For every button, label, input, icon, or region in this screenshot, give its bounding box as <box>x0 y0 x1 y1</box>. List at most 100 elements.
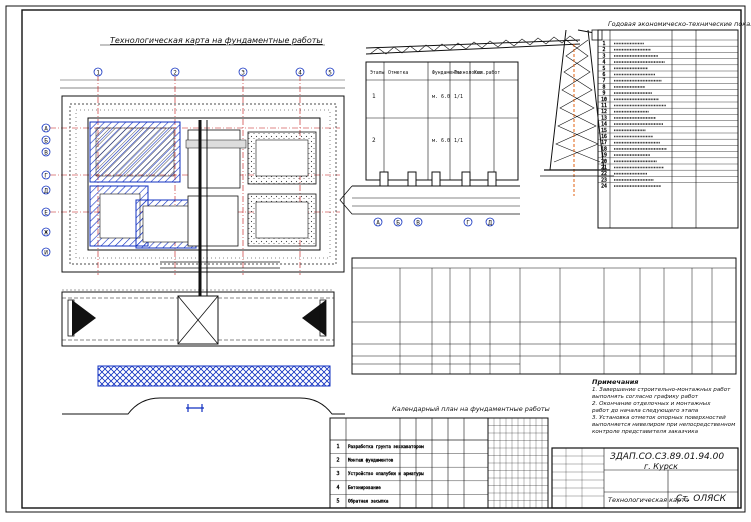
section-header-cell: Отметка <box>388 70 408 76</box>
road-profile <box>62 397 345 415</box>
svg-text:И: И <box>44 250 48 257</box>
schedule-row-number: 4 <box>336 485 339 491</box>
outer-frame <box>5 5 746 513</box>
plan-title: Технологическая карта на фундаментные ра… <box>110 36 323 45</box>
notes-list: 1. Завершение строительно-монтажных рабо… <box>592 387 738 436</box>
schedule-row-name: Обратная засыпка <box>348 498 389 503</box>
axis-marker-section: Г <box>463 217 473 227</box>
svg-text:Е: Е <box>44 210 48 217</box>
section-header-cell: Кол. <box>474 70 486 76</box>
economic-row-number: 6 <box>603 72 606 78</box>
note-line: работ до начала следующего этапа <box>592 408 699 414</box>
economic-row-number: 8 <box>603 84 606 90</box>
schedule-row-number: 3 <box>336 471 339 477</box>
section-row-value: м. 6.0 <box>432 94 450 100</box>
section-row-number: 1 <box>372 93 376 100</box>
economic-row-number: 7 <box>603 78 606 84</box>
building-section <box>339 61 520 215</box>
axis-marker-left: А <box>41 123 51 133</box>
svg-text:Ж: Ж <box>44 230 48 237</box>
crane-track <box>61 289 335 347</box>
economic-row-number: 15 <box>601 128 607 134</box>
note-line: 2. Окончание отделочных и монтажных <box>592 401 711 407</box>
section-row-qty: 1/1 <box>454 94 463 100</box>
title-block <box>551 447 739 509</box>
schedule-row-number: 5 <box>336 498 339 504</box>
schedule-row-name: Разработка грунта экскаватором <box>348 444 424 449</box>
svg-text:Д: Д <box>488 220 492 227</box>
stamp-city: г. Курск <box>644 462 679 471</box>
section-row-qty: 1/1 <box>454 138 463 144</box>
foundation-plan <box>50 44 345 300</box>
schedule-title: Календарный план на фундаментные работы <box>392 405 550 413</box>
economic-row-number: 11 <box>601 103 607 109</box>
economic-row-number: 3 <box>603 53 606 59</box>
svg-text:В: В <box>416 220 420 227</box>
section-header-cell: Фундаменты <box>432 70 461 76</box>
svg-text:Б: Б <box>44 138 48 145</box>
svg-text:Г: Г <box>44 173 48 180</box>
section-row-value: м. 6.0 <box>432 138 450 144</box>
economic-row-number: 18 <box>601 146 607 152</box>
schedule-row-number: 1 <box>336 444 339 450</box>
economic-row-number: 12 <box>601 109 607 115</box>
axis-marker-section: Д <box>485 217 495 227</box>
economic-row-number: 14 <box>601 122 607 128</box>
technology-table <box>351 257 737 375</box>
svg-text:Д: Д <box>44 188 48 195</box>
axis-marker-left: В <box>41 147 51 157</box>
economic-row-number: 17 <box>601 140 607 146</box>
economic-row-number: 10 <box>601 97 607 103</box>
axis-marker-top: 4 <box>295 67 305 77</box>
svg-text:В: В <box>44 150 48 157</box>
svg-text:Б: Б <box>396 220 400 227</box>
axis-marker-top: 3 <box>238 67 248 77</box>
svg-text:5: 5 <box>328 70 332 77</box>
axis-marker-left: Е <box>41 207 51 217</box>
schedule-row-name: Монтаж фундаментов <box>348 458 394 463</box>
economic-row-number: 4 <box>603 60 606 66</box>
svg-text:2: 2 <box>173 70 177 77</box>
svg-text:3: 3 <box>241 70 245 77</box>
axis-marker-section: Б <box>393 217 403 227</box>
section-row-number: 2 <box>372 137 376 144</box>
economic-row-number: 22 <box>601 171 607 177</box>
schedule-row-name: Устройство опалубки и арматуры <box>348 471 424 476</box>
schedule-row-name: Бетонирование <box>348 485 381 490</box>
axis-marker-left: Ж <box>41 227 51 237</box>
stamp-code: ЗДАП.СО.С3.89.01.94.00 <box>610 452 725 462</box>
axis-marker-left: И <box>41 247 51 257</box>
axis-marker-left: Б <box>41 135 51 145</box>
economic-row-number: 20 <box>601 159 607 165</box>
stamp-organization: Ст. ОЛЯСК <box>676 494 727 504</box>
economic-row-number: 19 <box>601 153 607 159</box>
economic-row-number: 16 <box>601 134 607 140</box>
notes-title: Примечания <box>592 378 639 386</box>
axis-marker-top: 2 <box>170 67 180 77</box>
note-line: 3. Установка отметок опорных поверхносте… <box>592 415 726 421</box>
axis-marker-left: Д <box>41 185 51 195</box>
note-line: 1. Завершение строительно-монтажных рабо… <box>592 387 731 393</box>
axis-marker-section: А <box>373 217 383 227</box>
svg-text:А: А <box>44 126 48 133</box>
stamp-document: Технологическая карта <box>608 496 689 504</box>
svg-text:А: А <box>376 220 380 227</box>
note-line: контроле представителя заказчика <box>592 429 699 435</box>
tower-crane <box>365 29 614 196</box>
economic-row-number: 23 <box>601 177 607 183</box>
economic-row-number: 1 <box>603 41 606 47</box>
axis-marker-left: Г <box>41 170 51 180</box>
schedule-table: 1 Разработка грунта экскаватором 2 Монтаж ф… <box>329 417 549 509</box>
road-strip <box>97 365 331 387</box>
note-line: выполнять согласно графику работ <box>592 394 699 400</box>
economic-row-number: 13 <box>601 115 607 121</box>
economic-table-title: Годовая экономическо-технические показат… <box>608 20 751 28</box>
axis-marker-top: 1 <box>93 67 103 77</box>
schedule-row-number: 2 <box>336 458 339 464</box>
economic-row-number: 9 <box>603 91 606 97</box>
axis-marker-section: В <box>413 217 423 227</box>
economic-row-number: 21 <box>601 165 607 171</box>
svg-text:4: 4 <box>298 70 302 77</box>
